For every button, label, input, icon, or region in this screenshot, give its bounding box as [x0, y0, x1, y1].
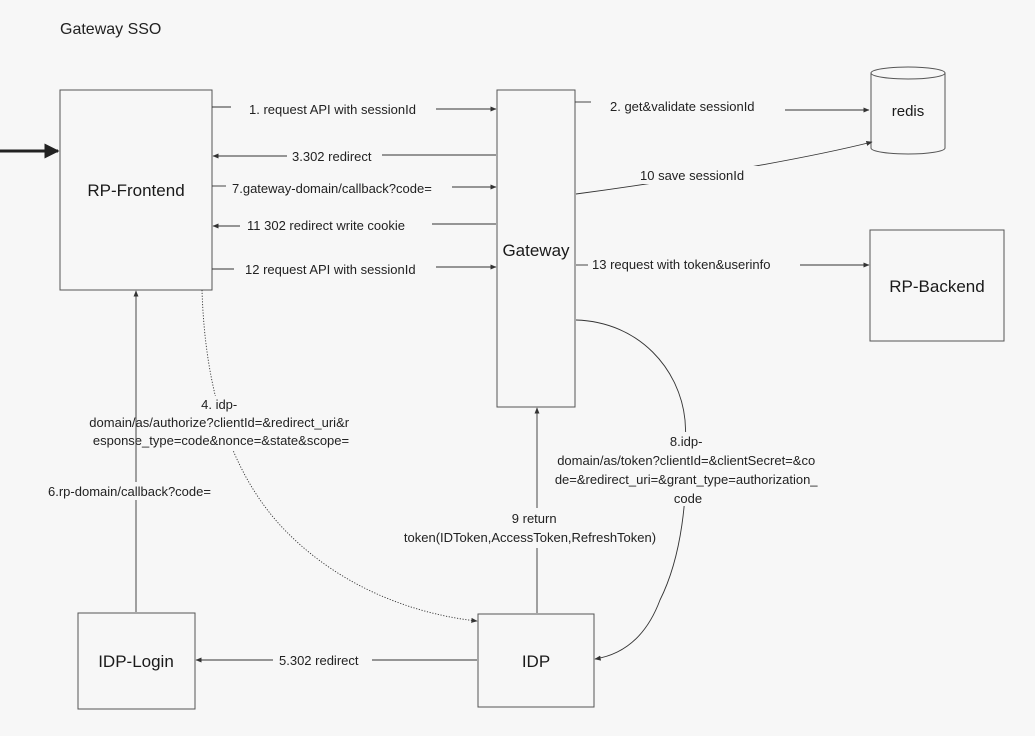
node-redis[interactable]: redis [870, 66, 946, 155]
edge-12: 12 request API with sessionId [212, 262, 497, 277]
node-label: redis [892, 103, 925, 120]
svg-text:5.302 redirect: 5.302 redirect [279, 653, 359, 668]
edge-2: 2. get&validate sessionId [575, 99, 870, 114]
node-rp-backend[interactable]: RP-Backend [869, 229, 1005, 342]
edge-10: 10 save sessionId [575, 140, 873, 195]
svg-text:8.idp- domain/as/token?c: 8.idp- domain/as/token?clientId=&clientS… [555, 434, 821, 506]
node-label: RP-Frontend [87, 181, 184, 200]
edge-7: 7.gateway-domain/callback?code= [212, 181, 497, 196]
edge-4: 4. idp- domain/as/authorize?clientId=&re… [77, 289, 478, 623]
edge-13: 13 request with token&userinfo [576, 257, 870, 272]
svg-text:13 request with token&userinfo: 13 request with token&userinfo [592, 257, 771, 272]
svg-text:6.rp-domain/callback?code=: 6.rp-domain/callback?code= [48, 484, 211, 499]
svg-text:7.gateway-domain/callback?code: 7.gateway-domain/callback?code= [232, 181, 432, 196]
edge-11: 11 302 redirect write cookie [212, 218, 496, 233]
node-rp-frontend[interactable]: RP-Frontend [59, 89, 213, 291]
svg-text:1. request API with sessionId: 1. request API with sessionId [249, 102, 416, 117]
svg-text:9 return token(IDToken,A: 9 return token(IDToken,AccessToken,Refre… [404, 511, 656, 545]
node-idp-login[interactable]: IDP-Login [77, 612, 196, 710]
svg-text:11 302 redirect write cookie: 11 302 redirect write cookie [247, 218, 405, 233]
edge-5: 5.302 redirect [195, 653, 477, 668]
node-label: RP-Backend [889, 277, 984, 296]
svg-text:10 save sessionId: 10 save sessionId [640, 168, 744, 183]
node-label: IDP-Login [98, 652, 174, 671]
edge-9: 9 return token(IDToken,AccessToken,Refre… [404, 407, 656, 613]
edge-8: 8.idp- domain/as/token?clientId=&clientS… [542, 319, 836, 661]
edge-6: 6.rp-domain/callback?code= [48, 290, 211, 612]
svg-text:3.302 redirect: 3.302 redirect [292, 149, 372, 164]
node-label: IDP [522, 652, 550, 671]
svg-text:2. get&validate sessionId: 2. get&validate sessionId [610, 99, 755, 114]
svg-text:4. idp- domain/as/author: 4. idp- domain/as/authorize?clientId=&re… [89, 397, 352, 448]
diagram-title: Gateway SSO [60, 21, 161, 38]
node-label: Gateway [502, 241, 570, 260]
edge-3: 3.302 redirect [212, 149, 496, 164]
svg-text:12 request API with sessionId: 12 request API with sessionId [245, 262, 416, 277]
node-gateway[interactable]: Gateway [496, 89, 576, 408]
node-idp[interactable]: IDP [477, 613, 595, 708]
edge-1: 1. request API with sessionId [212, 102, 497, 117]
